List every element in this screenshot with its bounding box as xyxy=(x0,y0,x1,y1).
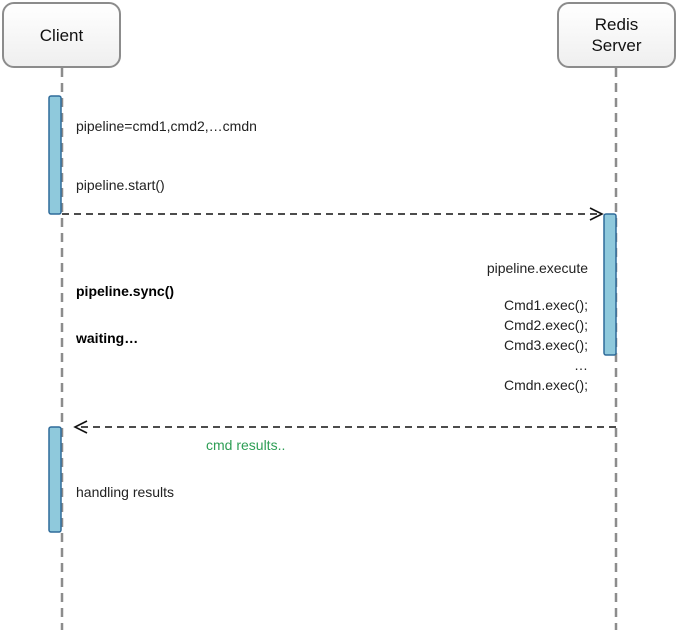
client-activation-2 xyxy=(48,426,62,533)
return-message-label: cmd results.. xyxy=(206,437,286,453)
server-activation xyxy=(603,213,617,356)
handling-results-note: handling results xyxy=(76,484,175,500)
server-command-ellipsis: … xyxy=(574,357,588,373)
pipeline-sync-note: pipeline.sync() xyxy=(76,283,175,299)
client-actor: Client xyxy=(2,2,121,68)
client-actor-label: Client xyxy=(39,25,84,45)
pipeline-definition-note: pipeline=cmd1,cmd2,…cmdn xyxy=(76,118,257,134)
return-arrowhead xyxy=(73,420,88,434)
waiting-note: waiting… xyxy=(76,330,139,346)
server-command-1: Cmd1.exec(); xyxy=(503,297,588,313)
server-actor-label-line1: Redis xyxy=(594,15,639,34)
pipeline-start-note: pipeline.start() xyxy=(76,177,165,193)
server-command-list: Cmd1.exec(); Cmd2.exec(); Cmd3.exec(); …… xyxy=(504,295,588,395)
server-command-n: Cmdn.exec(); xyxy=(503,377,588,393)
request-arrowhead xyxy=(589,207,604,221)
client-activation-1 xyxy=(48,95,62,215)
server-command-2: Cmd2.exec(); xyxy=(503,317,588,333)
server-actor-label-line2: Server xyxy=(591,36,642,55)
server-command-3: Cmd3.exec(); xyxy=(503,337,588,353)
server-actor: Redis Server xyxy=(557,2,676,68)
pipeline-execute-note: pipeline.execute xyxy=(486,260,588,276)
